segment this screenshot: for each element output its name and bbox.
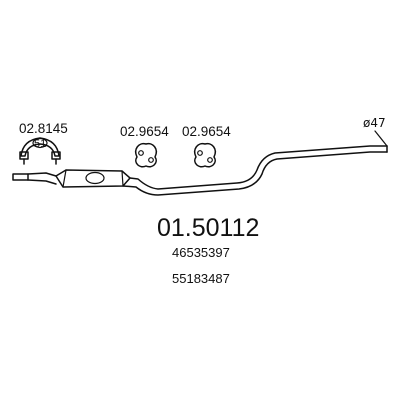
rubber-hanger-1-icon — [134, 142, 158, 168]
oem-number-2: 55183487 — [172, 271, 230, 286]
exhaust-pipe-assembly — [12, 145, 388, 196]
outlet-diameter-label: ø47 — [363, 116, 386, 130]
tail-pipe — [129, 145, 388, 190]
hanger-1-part-number: 02.9654 — [120, 124, 169, 139]
clamp-part-number: 02.8145 — [19, 121, 68, 136]
rubber-hanger-2-icon — [193, 142, 217, 168]
clamp-icon: 51 — [19, 137, 61, 165]
clamp-size-label: 51 — [34, 138, 46, 150]
diameter-leader-line — [374, 130, 388, 147]
hanger-2-part-number: 02.9654 — [182, 124, 231, 139]
oem-number-1: 46535397 — [172, 245, 230, 260]
inlet-pipe — [27, 172, 57, 185]
product-code: 01.50112 — [157, 214, 259, 242]
inlet-pipe-end — [12, 173, 29, 181]
